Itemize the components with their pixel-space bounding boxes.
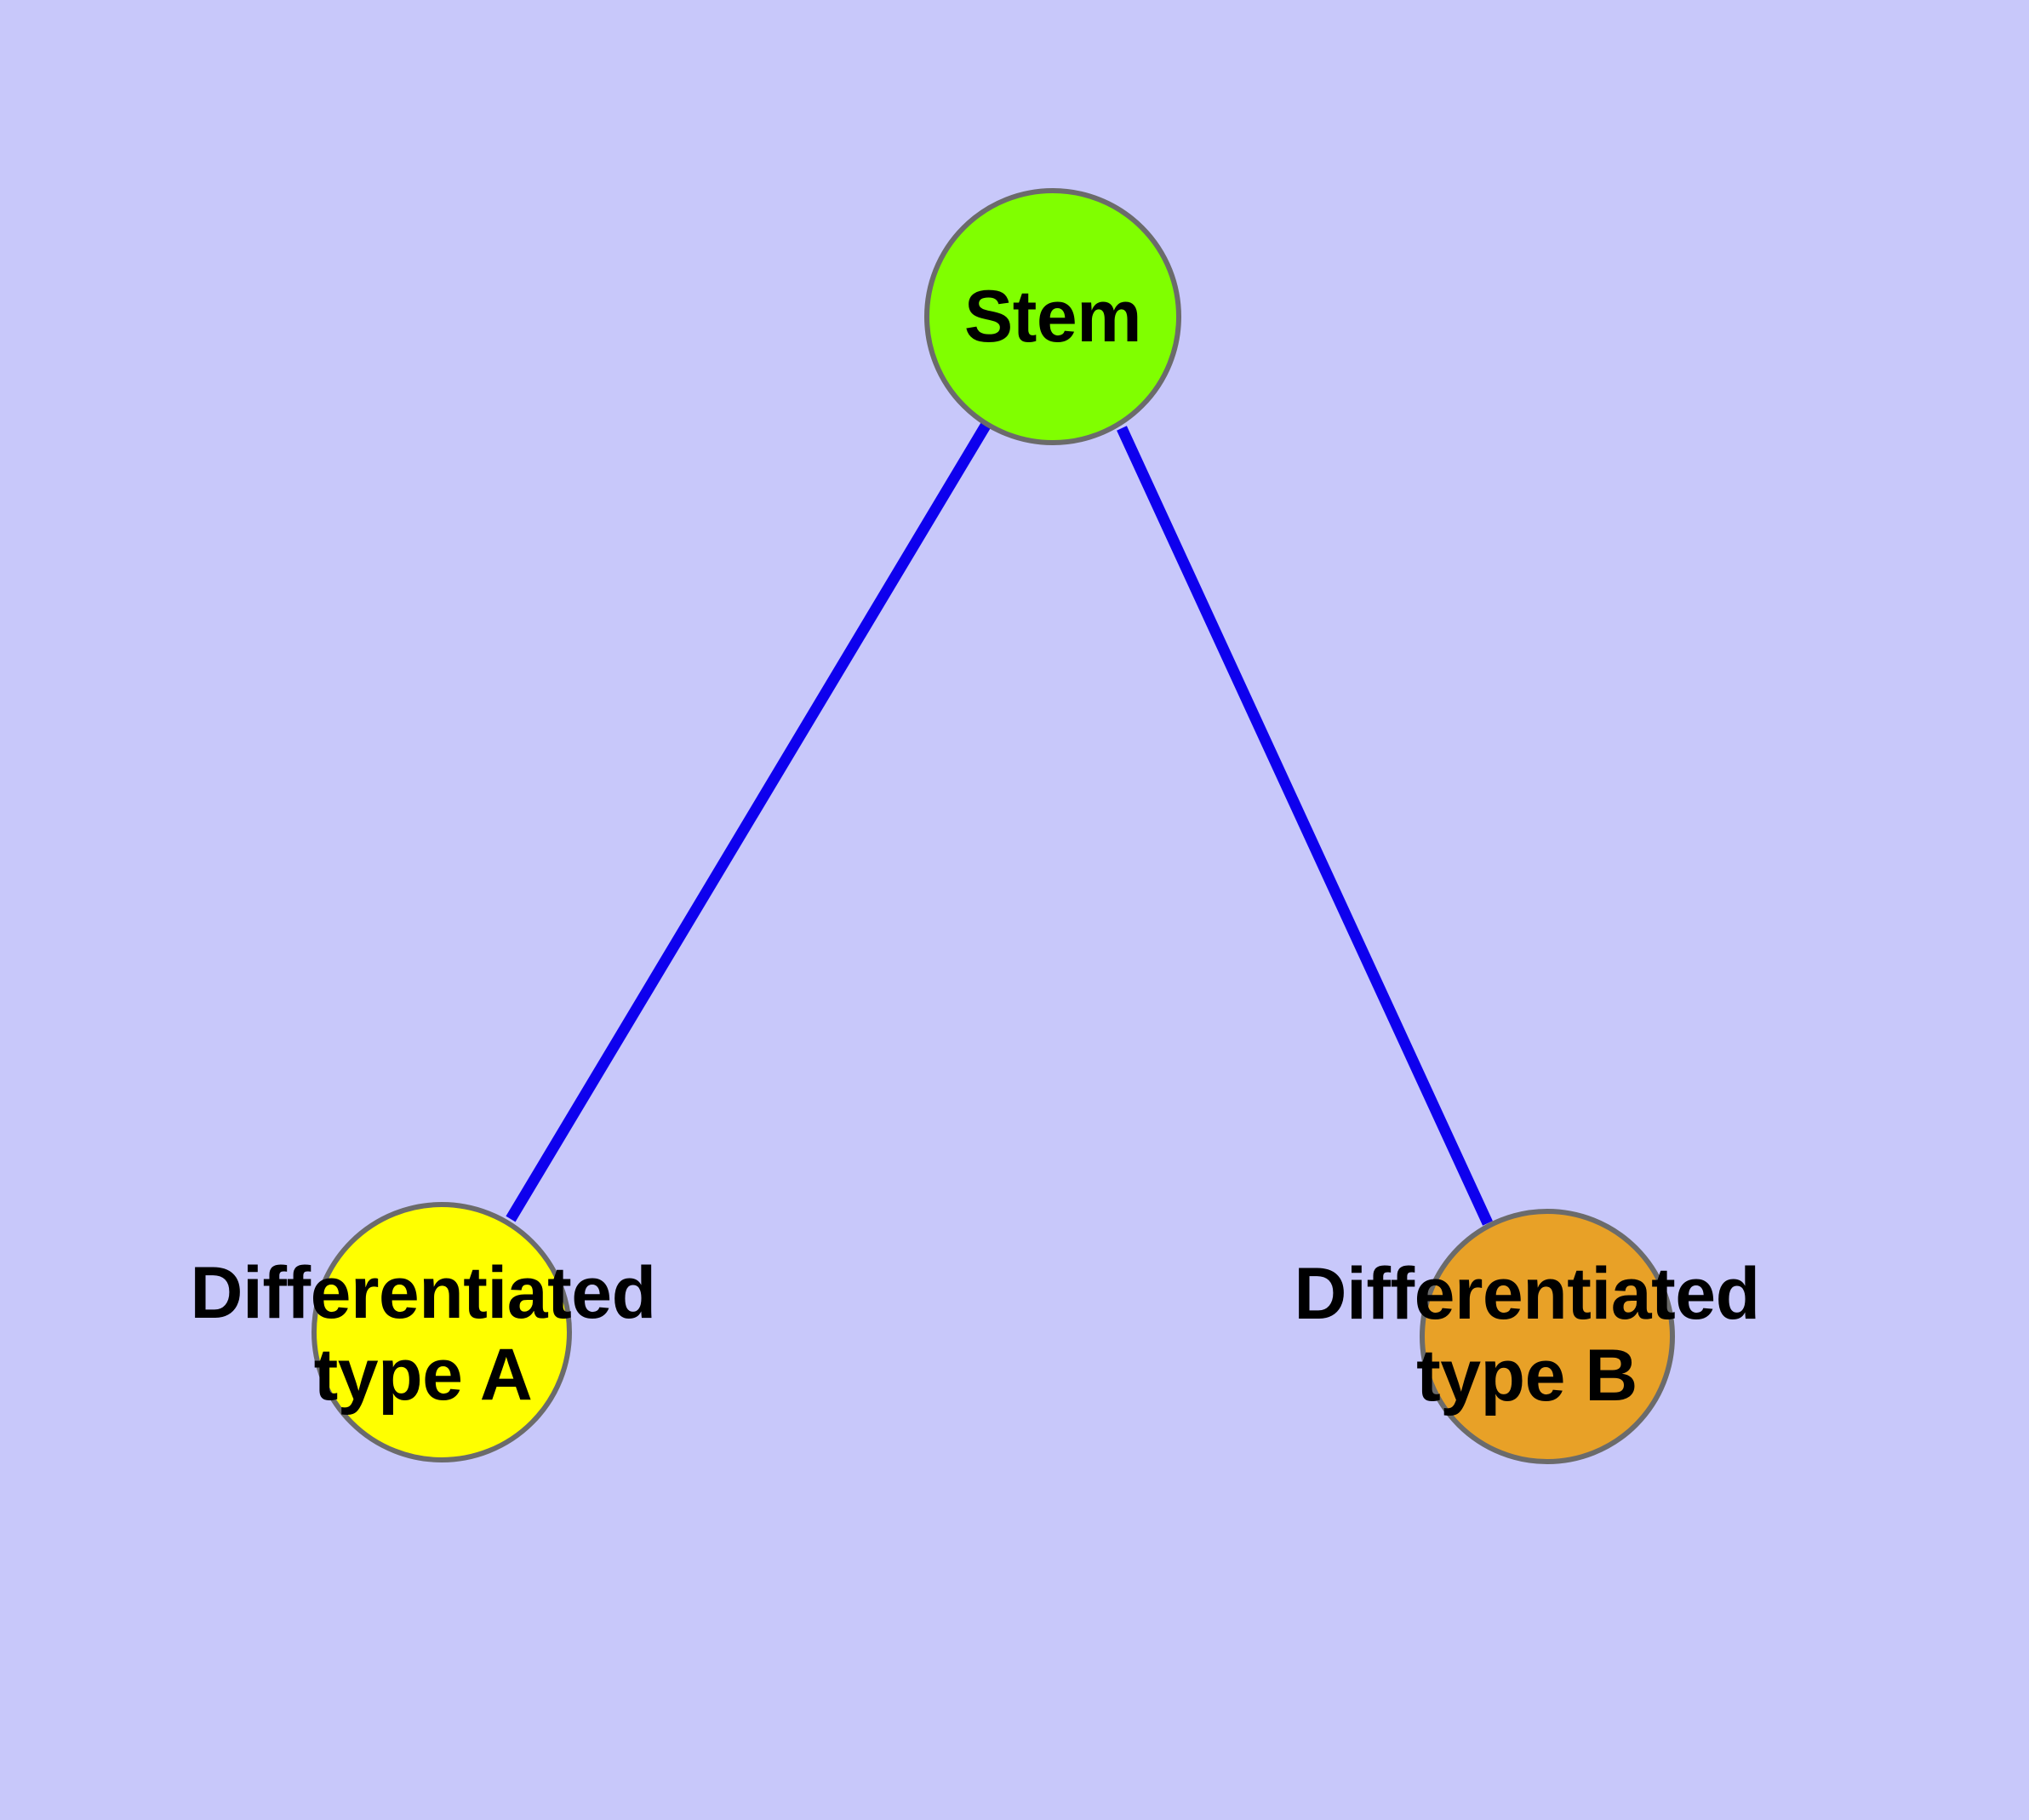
node-stem[interactable] (924, 188, 1181, 445)
node-differentiated-type-b[interactable] (1420, 1209, 1675, 1464)
edge-stem-to-diff-a (506, 422, 991, 1222)
edge-stem-to-diff-b (1117, 426, 1493, 1226)
node-differentiated-type-a[interactable] (311, 1202, 572, 1462)
